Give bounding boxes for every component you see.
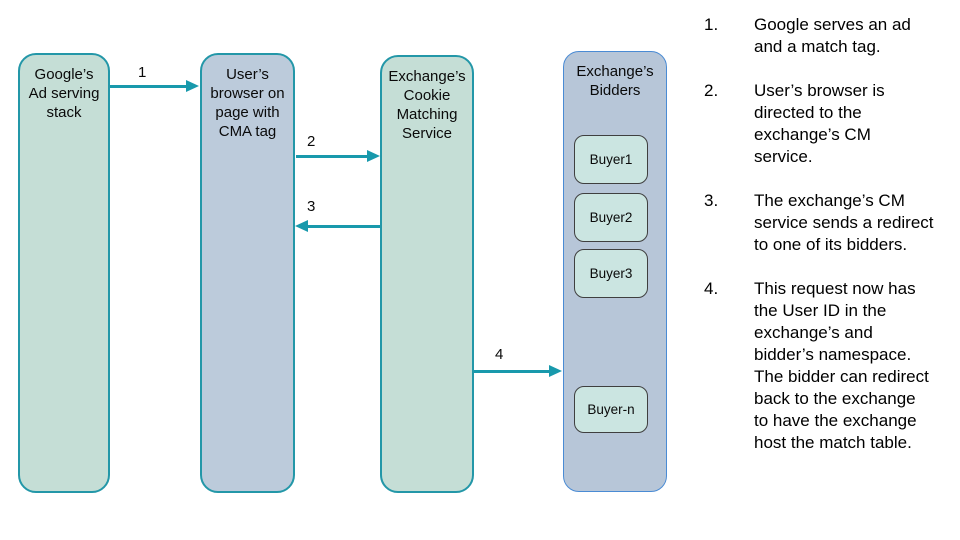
buyer3-label: Buyer3: [589, 266, 633, 281]
arrow-1-head-icon: [186, 80, 199, 92]
buyer1-box: Buyer1: [574, 135, 648, 184]
node-user-browser: User’s browser on page with CMA tag: [200, 53, 295, 493]
step-1-text: Google serves an ad and a match tag.: [754, 15, 911, 56]
step-item-3: 3. The exchange’s CM service sends a red…: [704, 190, 956, 256]
step-2-text: User’s browser is directed to the exchan…: [754, 81, 885, 166]
node-cookie-matching-service: Exchange’s Cookie Matching Service: [380, 55, 474, 493]
step-4-text: This request now has the User ID in the …: [754, 279, 929, 452]
step-1-number: 1.: [704, 15, 719, 34]
arrow-3-head-icon: [295, 220, 308, 232]
buyer2-box: Buyer2: [574, 193, 648, 242]
arrow-4-line: [474, 370, 550, 373]
arrow-1-label: 1: [138, 64, 147, 81]
arrow-4-label: 4: [495, 346, 504, 363]
node-exchange-bidders: Exchange’s Bidders Buyer1 Buyer2 Buyer3 …: [563, 51, 667, 492]
step-item-1: 1. Google serves an ad and a match tag.: [704, 14, 956, 58]
arrow-2-line: [296, 155, 368, 158]
buyer1-label: Buyer1: [589, 152, 633, 167]
buyer-n-box: Buyer-n: [574, 386, 648, 433]
node-google-ad-stack: Google’s Ad serving stack: [18, 53, 110, 493]
node-exchange-bidders-label: Exchange’s Bidders: [576, 63, 654, 99]
buyer3-box: Buyer3: [574, 249, 648, 298]
arrow-2-head-icon: [367, 150, 380, 162]
step-item-4: 4. This request now has the User ID in t…: [704, 278, 956, 454]
node-google-ad-stack-label: Google’s Ad serving stack: [28, 66, 100, 121]
arrow-4-head-icon: [549, 365, 562, 377]
buyer2-label: Buyer2: [589, 210, 633, 225]
node-cookie-matching-service-label: Exchange’s Cookie Matching Service: [388, 68, 466, 142]
step-item-2: 2. User’s browser is directed to the exc…: [704, 80, 956, 168]
arrow-3-label: 3: [307, 198, 316, 215]
buyer-n-label: Buyer-n: [587, 402, 635, 417]
steps-list: 1. Google serves an ad and a match tag. …: [704, 14, 956, 476]
node-user-browser-label: User’s browser on page with CMA tag: [210, 66, 285, 140]
step-2-number: 2.: [704, 81, 719, 100]
step-3-number: 3.: [704, 191, 719, 210]
step-3-text: The exchange’s CM service sends a redire…: [754, 191, 934, 254]
arrow-3-line: [308, 225, 380, 228]
arrow-2-label: 2: [307, 133, 316, 150]
arrow-1-line: [110, 85, 187, 88]
step-4-number: 4.: [704, 279, 719, 298]
